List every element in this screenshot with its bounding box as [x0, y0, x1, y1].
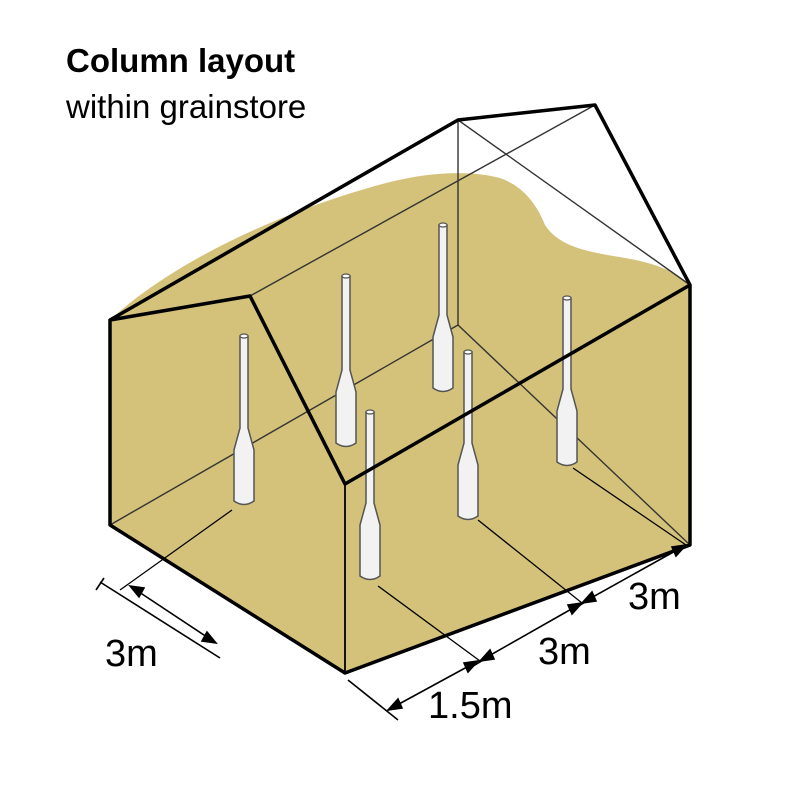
column-shaft — [432, 224, 454, 393]
column-1 — [233, 333, 255, 506]
column-5 — [556, 295, 578, 467]
dim-label-side-right: 3m — [628, 576, 681, 618]
column-cap — [438, 222, 448, 228]
column-shaft — [233, 335, 255, 506]
columns-group — [233, 222, 578, 581]
dim-label-front-left: 3m — [105, 633, 158, 675]
column-cap — [341, 273, 351, 279]
column-shaft — [335, 275, 357, 448]
grain-pile — [110, 173, 690, 673]
column-6 — [359, 409, 381, 581]
dim-label-side-middle: 3m — [538, 631, 591, 673]
column-cap — [239, 333, 249, 339]
column-cap — [365, 409, 375, 415]
column-shaft — [556, 297, 578, 467]
gable-front-edge — [249, 295, 346, 485]
column-shaft — [457, 351, 479, 521]
diagram-title: Column layout — [66, 42, 296, 79]
dimension-lines — [95, 543, 689, 721]
column-cap — [463, 349, 473, 355]
column-shaft — [359, 411, 381, 581]
column-cap — [562, 295, 572, 301]
column-4 — [457, 349, 479, 521]
projection-lines — [119, 467, 687, 662]
column-3 — [432, 222, 454, 393]
dim-label-side-bottom: 1.5m — [428, 685, 512, 727]
column-2 — [335, 273, 357, 448]
back-edges — [109, 104, 691, 546]
diagram-subtitle: within grainstore — [66, 88, 307, 125]
